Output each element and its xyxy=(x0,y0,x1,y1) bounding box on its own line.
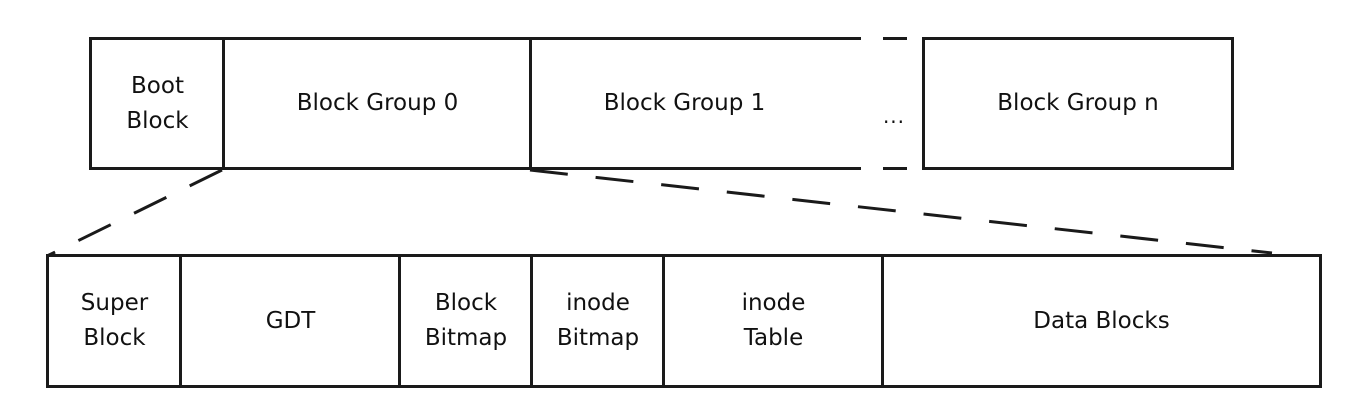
gdt-cell: GDT xyxy=(179,254,399,388)
block-group-0-cell: Block Group 0 xyxy=(222,37,530,170)
block-bitmap-cell: Block Bitmap xyxy=(398,254,531,388)
block-group-n-cell: Block Group n xyxy=(922,37,1234,170)
inode-table-cell: inode Table xyxy=(662,254,882,388)
inode-bitmap-cell: inode Bitmap xyxy=(530,254,663,388)
block-group-1-cell: Block Group 1 xyxy=(529,37,837,170)
expansion-right-dashed-line xyxy=(529,168,1273,255)
super-block-cell: Super Block xyxy=(46,254,180,388)
data-blocks-cell: Data Blocks xyxy=(881,254,1322,388)
expansion-left-dashed-line xyxy=(46,168,223,258)
boot-block-cell: Boot Block xyxy=(89,37,223,170)
ellipsis-label: ... xyxy=(882,104,906,128)
